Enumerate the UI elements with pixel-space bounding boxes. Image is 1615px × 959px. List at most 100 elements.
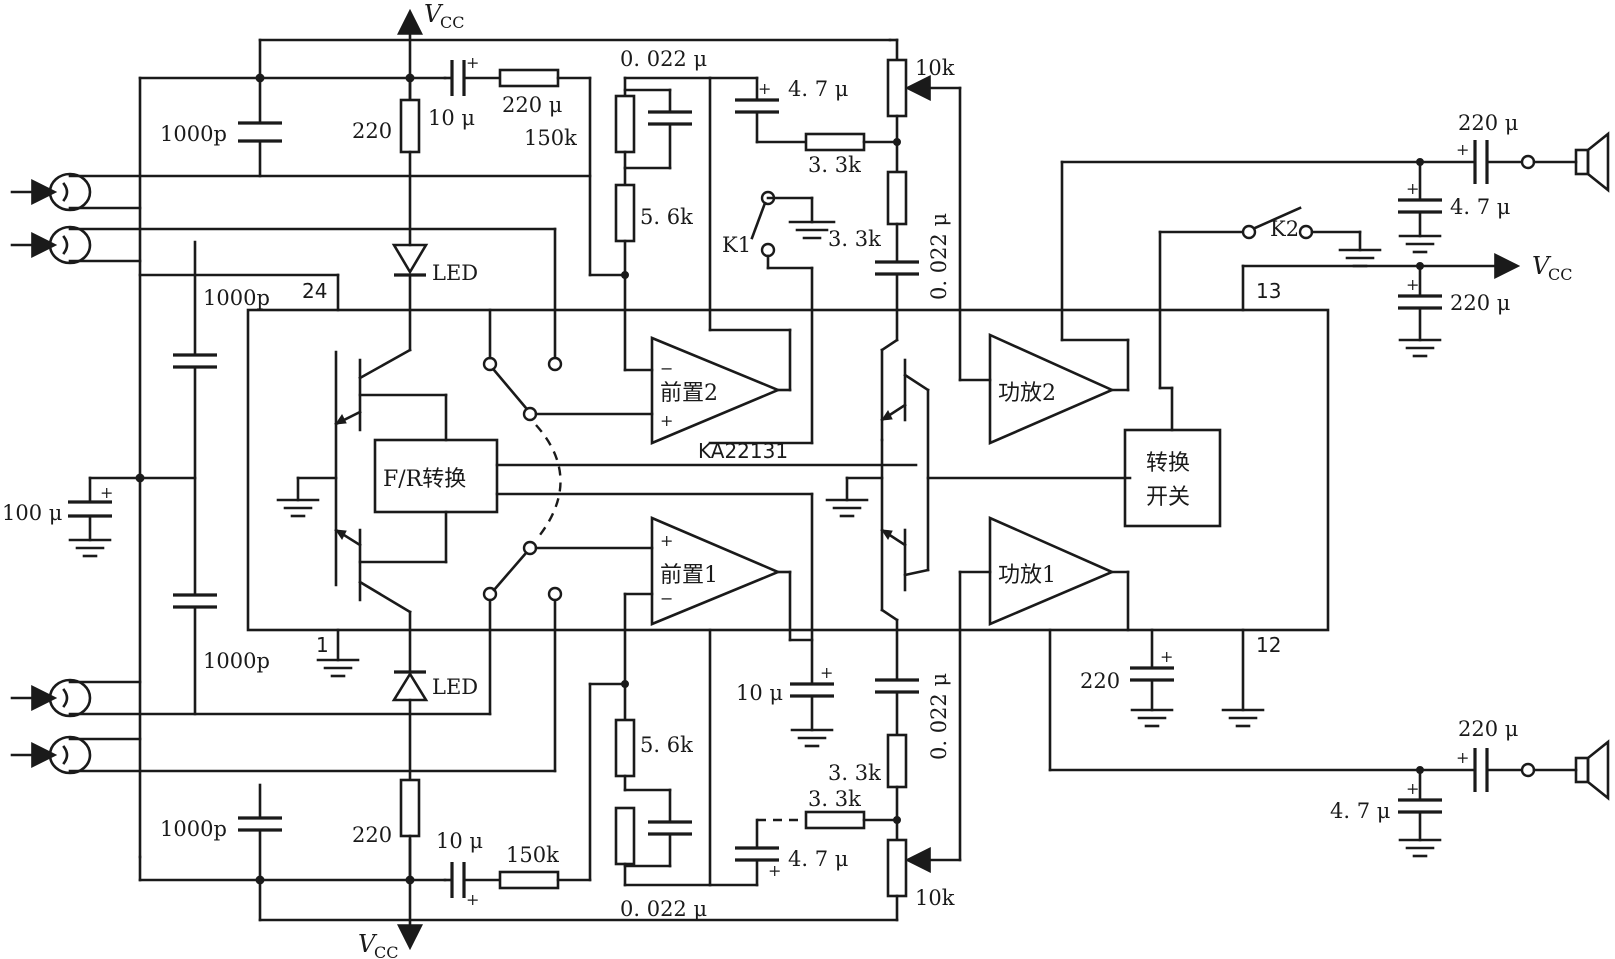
svg-text:220 μ: 220 μ (1450, 291, 1510, 315)
svg-text:3. 3k: 3. 3k (808, 787, 861, 811)
bottom-left-wiring (138, 783, 447, 922)
preamp1-feedback-network: 5. 6k 0. 022 μ (588, 628, 712, 921)
svg-text:+: + (660, 411, 673, 430)
svg-text:LED: LED (432, 675, 478, 699)
output-bottom-right: + 220 μ + 4. 7 μ (1048, 628, 1610, 858)
preamp-2: − + 前置2 KA22131 (650, 328, 792, 463)
svg-text:0. 022 μ: 0. 022 μ (927, 673, 951, 760)
fr-transistor-pair (276, 348, 448, 614)
mode-switch-block: 转换 开关 (1123, 230, 1245, 528)
power-amp-1: 功放1 (904, 516, 1130, 873)
vcc-right: V CC + 220 μ (1241, 252, 1572, 358)
svg-text:LED: LED (432, 261, 478, 285)
svg-text:5. 6k: 5. 6k (640, 733, 693, 757)
vcc-bottom: V CC (358, 838, 423, 959)
svg-text:V: V (424, 0, 444, 28)
svg-text:0. 022 μ: 0. 022 μ (927, 213, 951, 300)
svg-text:3. 3k: 3. 3k (828, 227, 881, 251)
svg-text:150k: 150k (524, 126, 577, 150)
svg-text:+: + (660, 531, 673, 550)
svg-text:1000p: 1000p (203, 286, 270, 310)
pin-1-ground (316, 628, 360, 678)
svg-text:3. 3k: 3. 3k (808, 153, 861, 177)
preamp2-feedback-network: 0. 022 μ 5. 6k (614, 47, 712, 372)
svg-text:1000p: 1000p (203, 649, 270, 673)
pin-12-label: 12 (1256, 633, 1281, 657)
capacitor-0-022u-vert-top: 0. 022 μ (875, 213, 951, 342)
ic-outline (246, 308, 1330, 632)
svg-text:3. 3k: 3. 3k (828, 761, 881, 785)
svg-text:220 μ: 220 μ (1458, 717, 1518, 741)
svg-text:+: + (758, 79, 771, 98)
svg-text:+: + (820, 663, 833, 682)
svg-text:+: + (1456, 140, 1469, 159)
svg-text:220: 220 (1080, 669, 1120, 693)
resistor-3-3k-bottom-v: 3. 3k (828, 733, 908, 842)
capacitor-220-out: + 220 (1080, 628, 1174, 728)
input-jack-1[interactable] (10, 78, 592, 275)
svg-text:F/R转换: F/R转换 (383, 467, 466, 492)
svg-text:150k: 150k (506, 843, 559, 867)
resistor-3-3k-bottom-h: 3. 3k (757, 787, 899, 830)
switch-k1[interactable]: K1 (708, 190, 836, 445)
capacitor-10u-top: + 10 μ (428, 53, 502, 130)
preamp-1: + − 前置1 (623, 492, 814, 686)
resistor-150k-bottom: 150k (498, 843, 592, 890)
input-jack-4[interactable] (10, 586, 563, 775)
capacitor-0-022u-vert-bottom: 0. 022 μ (875, 618, 951, 760)
svg-text:1000p: 1000p (160, 817, 227, 841)
switch-k2-label: K2 (1270, 217, 1299, 241)
svg-text:功放2: 功放2 (998, 381, 1056, 406)
resistor-220u-top: 220 μ 150k (498, 68, 627, 277)
svg-text:CC: CC (440, 13, 464, 32)
capacitor-4-7u-top: + 4. 7 μ (708, 76, 848, 144)
pin-1-label: 1 (316, 633, 329, 657)
svg-text:+: + (1160, 647, 1173, 666)
capacitor-4-7u-bottom: + 4. 7 μ (708, 818, 848, 887)
resistor-220-top: 220 (352, 76, 421, 247)
svg-text:+: + (1456, 748, 1469, 767)
ganged-switch-link (535, 424, 562, 541)
svg-text:−: − (660, 359, 673, 378)
svg-text:0. 022 μ: 0. 022 μ (620, 897, 707, 921)
svg-text:+: + (768, 861, 781, 880)
resistor-220-bottom: 220 (352, 778, 421, 882)
svg-text:CC: CC (374, 943, 398, 959)
output-top-right: + 220 μ + 4. 7 μ (1060, 111, 1610, 254)
svg-text:功放1: 功放1 (998, 563, 1056, 588)
capacitor-1000p-mid-bottom: 1000p (173, 593, 270, 716)
svg-text:−: − (660, 589, 673, 608)
potentiometer-10k-top: 10k (886, 38, 992, 382)
switch-k1-label: K1 (722, 233, 751, 257)
svg-text:0. 022 μ: 0. 022 μ (620, 47, 707, 71)
resistor-3-3k-top-h: 3. 3k (804, 132, 899, 177)
capacitor-1000p-top: 1000p (160, 121, 282, 146)
svg-text:+: + (1406, 275, 1419, 294)
input-jack-2[interactable] (10, 225, 563, 372)
pin-12-ground (1221, 628, 1265, 728)
svg-text:前置1: 前置1 (660, 563, 718, 588)
selector-switch-bottom (492, 540, 654, 592)
pin-24-label: 24 (302, 279, 327, 303)
svg-text:CC: CC (1548, 265, 1572, 284)
svg-text:220 μ: 220 μ (502, 93, 562, 117)
svg-text:V: V (358, 930, 378, 958)
svg-text:220: 220 (352, 823, 392, 847)
svg-text:220 μ: 220 μ (1458, 111, 1518, 135)
svg-text:+: + (1406, 179, 1419, 198)
capacitor-1000p-bottom: 1000p (160, 816, 282, 841)
input-jack-3[interactable] (10, 586, 498, 718)
led-bottom: LED (391, 610, 478, 782)
svg-text:+: + (466, 53, 479, 72)
svg-text:+: + (1406, 779, 1419, 798)
svg-text:100 μ: 100 μ (2, 501, 62, 525)
capacitor-10u-bottom: + 10 μ (436, 829, 502, 909)
resistor-3-3k-top-v: 3. 3k (828, 170, 908, 264)
svg-text:10 μ: 10 μ (436, 829, 483, 853)
fr-switch-block: F/R转换 (373, 438, 918, 514)
svg-text:开关: 开关 (1146, 485, 1190, 510)
switch-k2[interactable]: K2 (1241, 206, 1382, 268)
svg-text:10 μ: 10 μ (428, 106, 475, 130)
